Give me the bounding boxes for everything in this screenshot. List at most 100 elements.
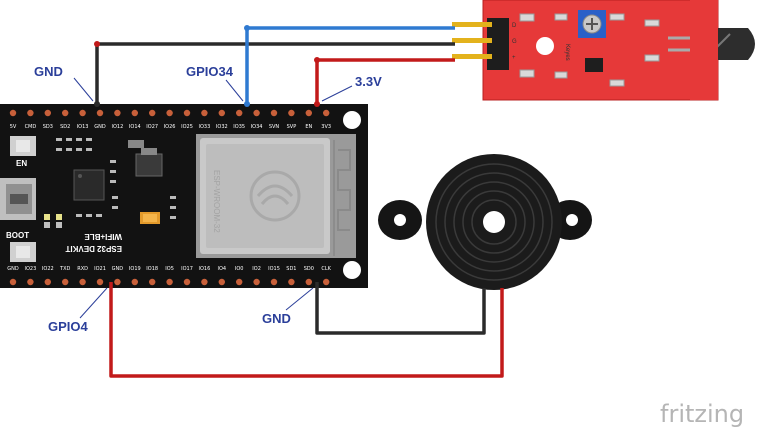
bottom-pin-io0 [236,278,243,286]
bottom-pin-gnd [9,278,17,286]
label-gnd-top: GND [34,64,63,79]
top-pin-sd2 [61,109,69,117]
bottom-pin-label: IO21 [94,266,106,272]
top-pin-svn [270,109,278,117]
top-pin-label: IO33 [199,124,211,130]
usb-connector-icon [0,178,36,220]
board-subtitle: WIFI+BLE [84,232,122,241]
bottom-pin-label: RXD [77,266,88,272]
bottom-pin-label: IO22 [42,266,54,272]
voltage-regulator [135,153,163,177]
top-pin-label: IO26 [164,124,176,130]
bottom-pin-gnd [114,278,121,286]
label-gnd-bottom: GND [262,311,291,326]
en-button-label: EN [16,159,27,168]
bottom-pin-label: IO16 [199,266,211,272]
fritzing-watermark: fritzing [660,400,744,428]
top-pin-io34 [253,109,260,117]
top-pin-label: IO25 [181,124,193,130]
top-pin-io13 [79,109,86,117]
module-text: ESP-WROOM-32 [212,170,221,233]
bottom-pin-label: IO5 [165,266,174,272]
top-pin-label: GND [94,124,106,130]
bottom-pin-label: IO15 [268,266,280,272]
wire-3v3-sensor [315,58,455,104]
ir-sensor-module: D G + Keyes [452,0,755,101]
top-pin-io14 [131,109,138,117]
bottom-pin-txd [61,278,69,286]
bottom-pin-io16 [201,278,208,286]
bottom-pin-io15 [270,278,278,286]
wire-endpoints [94,25,320,107]
bottom-pin-header [9,278,330,286]
bottom-pin-io19 [131,278,138,286]
bottom-pin-sd1 [288,278,295,286]
en-button[interactable] [10,136,36,156]
bottom-pin-io23 [27,278,34,286]
bottom-pin-io21 [96,278,104,286]
top-pin-cmd [27,109,34,117]
usb-uart-chip [73,169,105,201]
bottom-pin-io2 [253,278,260,286]
top-pin-io33 [201,109,208,117]
top-pin-label: IO12 [112,124,124,130]
top-pin-sd3 [44,109,51,117]
label-gpio34: GPIO34 [186,64,234,79]
bottom-pin-label: SD0 [304,266,314,272]
boot-button[interactable] [10,242,36,262]
bottom-pin-label: SD1 [286,266,296,272]
sensor-smd-component [519,13,535,22]
bottom-pin-label: GND [7,266,19,272]
bottom-pin-clk [323,278,330,286]
wire-gpio34-sensor [245,26,455,104]
wire-gpio4-buzzer [109,282,504,378]
top-pin-gnd [96,109,104,117]
top-pin-io25 [183,109,191,117]
wire-gnd-buzzer [315,282,486,335]
top-pin-io26 [166,109,173,117]
bottom-pin-label: IO19 [129,266,141,272]
top-pin-label: IO14 [129,124,141,130]
top-pin-label: IO13 [77,124,89,130]
sensor-module-label: Keyes [564,44,570,61]
bottom-pin-io18 [149,278,156,286]
label-3v3: 3.3V [355,74,382,89]
sensor-pin-label-plus: + [512,55,516,61]
top-pin-header [9,109,330,117]
top-pin-label: SD3 [43,124,53,130]
top-pin-io27 [149,109,156,117]
bottom-pin-label: IO18 [146,266,158,272]
bottom-pin-io22 [44,278,51,286]
boot-button-label: BOOT [6,231,29,240]
espressif-logo-icon [249,170,301,222]
board-mounting-hole [343,261,361,279]
sensor-pin-label-d: D [512,23,517,29]
bottom-pin-label: IO23 [25,266,37,272]
esp-wroom-module: ESP-WROOM-32 [196,134,356,258]
sensor-header [452,18,509,70]
top-pin-label: SVN [269,124,280,130]
bottom-pin-label: IO17 [181,266,193,272]
top-pin-label: CMD [25,124,37,130]
bottom-pin-rxd [79,278,86,286]
bottom-pin-io17 [183,278,191,286]
top-pin-label: EN [305,124,312,130]
bottom-pin-sd0 [305,278,312,286]
top-pin-io12 [114,109,121,117]
bottom-pin-label: GND [112,266,124,272]
board-name: ESP32 DEVKIT [65,244,122,253]
top-pin-io35 [236,109,243,117]
top-pin-3v3 [323,109,330,117]
bottom-pin-label: IO2 [252,266,261,272]
top-pin-svp [288,109,295,117]
top-pin-label: IO32 [216,124,228,130]
top-pin-label: IO35 [233,124,245,130]
sensor-pin-label-g: G [512,39,517,45]
bottom-pin-io5 [166,278,173,286]
top-pin-label: SVP [287,124,297,130]
sensor-ic [585,58,603,72]
